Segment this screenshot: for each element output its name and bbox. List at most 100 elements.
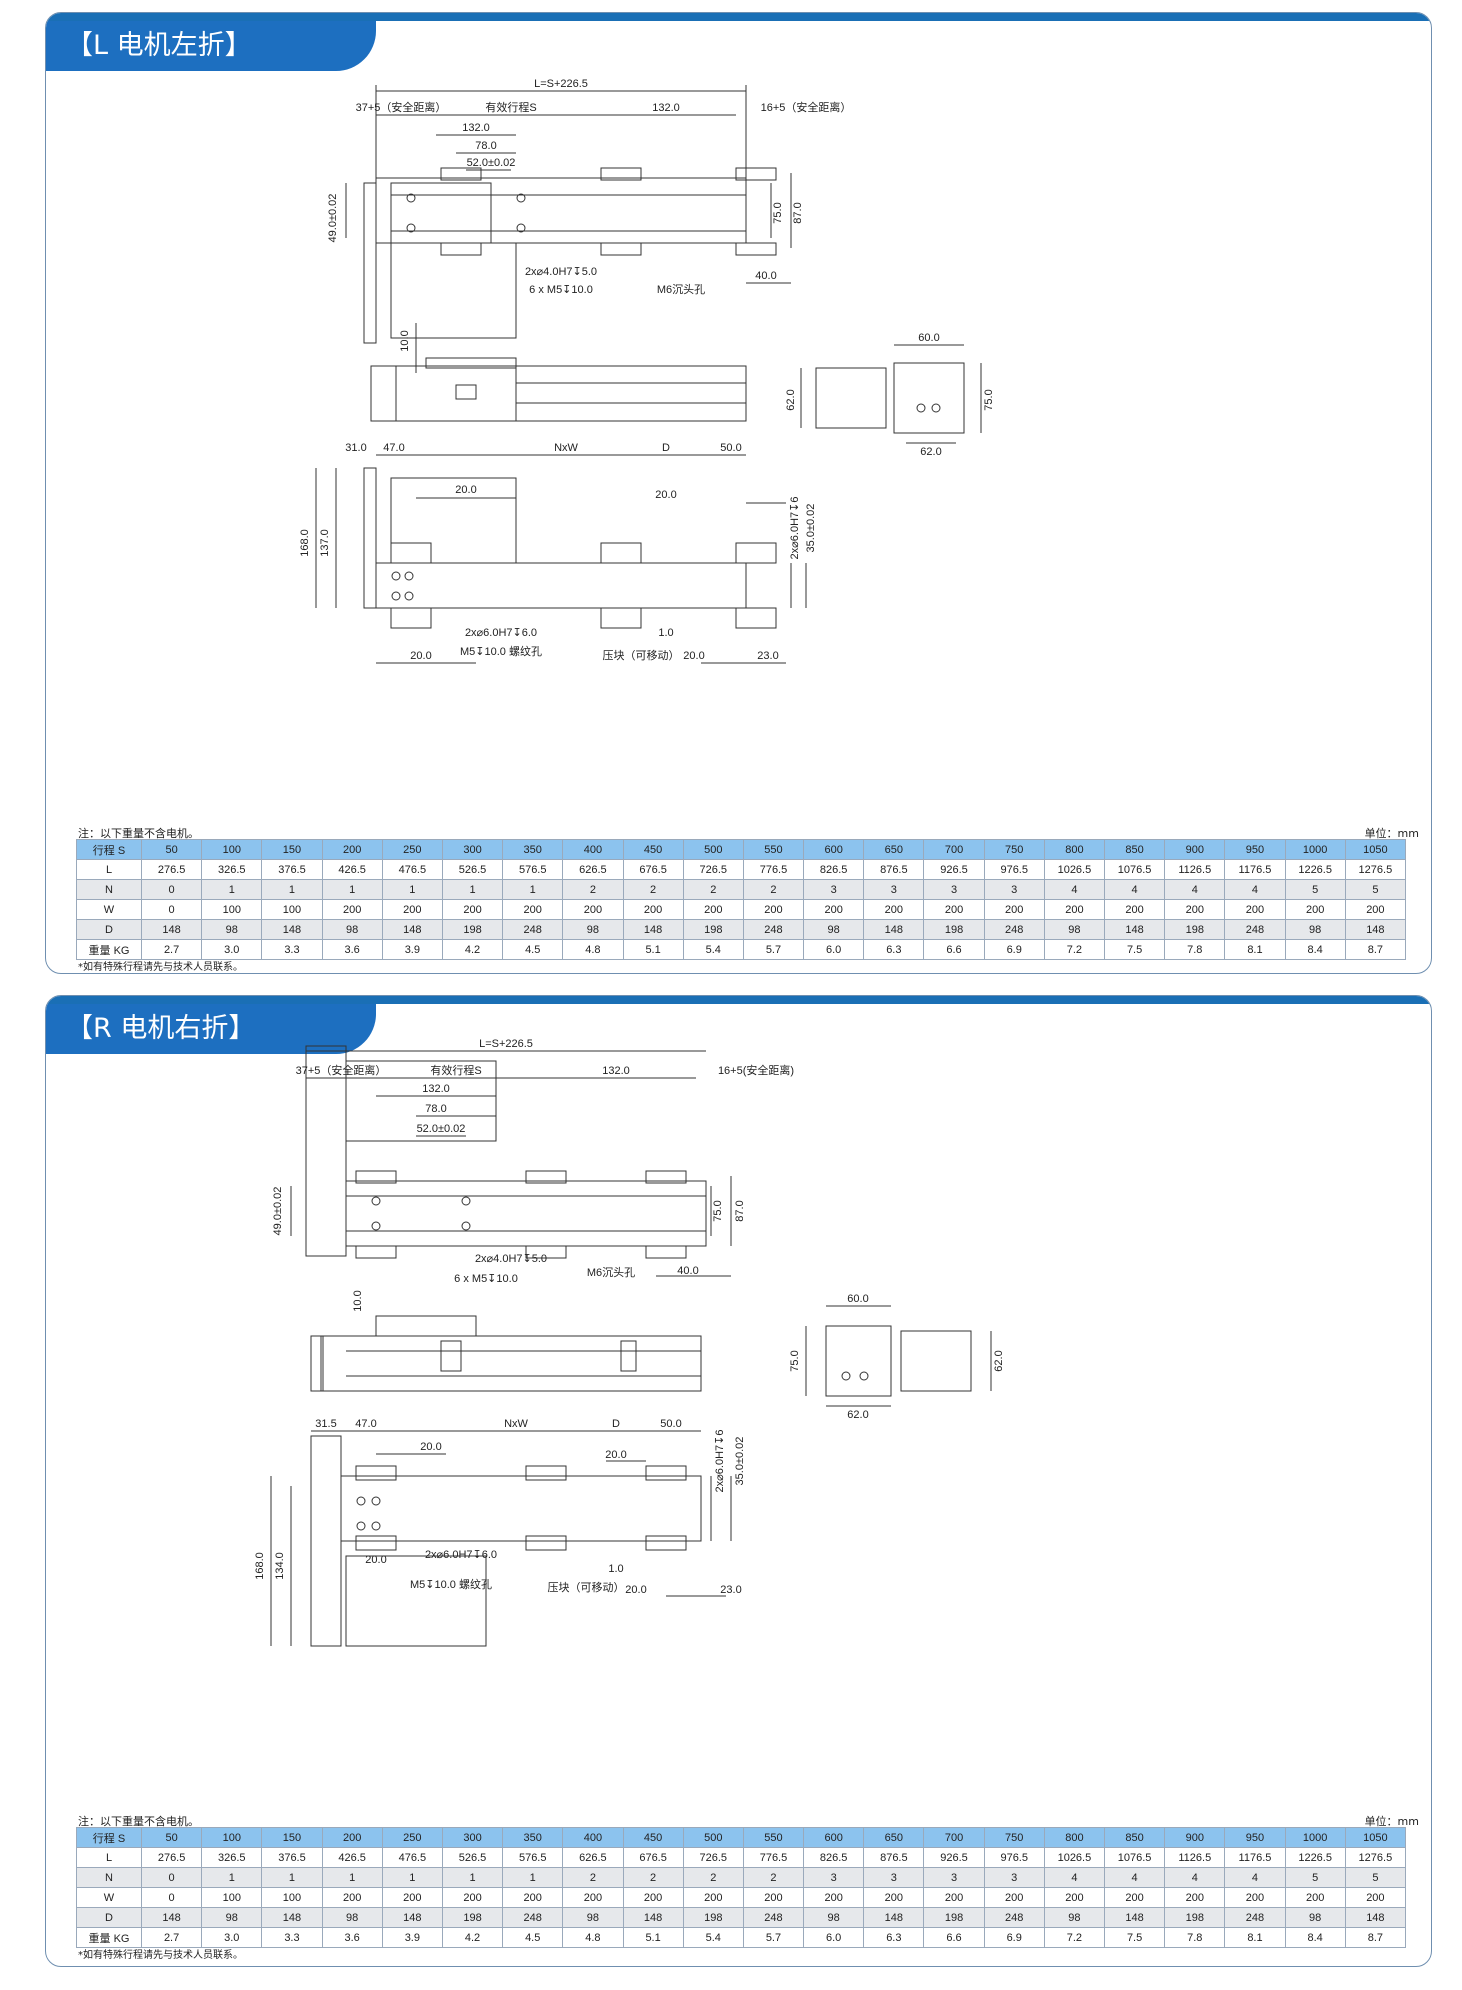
- r-dim-pin6: 2x⌀6.0H7↧6: [714, 1430, 726, 1493]
- table-row-header: W: [76, 1887, 142, 1908]
- table-cell: 350: [502, 839, 564, 860]
- table-row-header: 重量 KG: [76, 1927, 142, 1948]
- dim-132: 132.0: [462, 122, 490, 134]
- table-cell: 8.4: [1284, 1927, 1346, 1948]
- table-cell: 8.1: [1224, 939, 1286, 960]
- table-cell: 4: [1224, 1867, 1286, 1888]
- table-cell: 1: [201, 879, 263, 900]
- table-cell: 98: [1043, 919, 1106, 940]
- table-cell: 148: [622, 1907, 684, 1928]
- table-cell: 148: [1344, 1907, 1407, 1928]
- table-cell: 98: [321, 919, 383, 940]
- table-cell: 5.1: [622, 1927, 684, 1948]
- table-cell: 1: [502, 879, 564, 900]
- top-view-motor: [390, 242, 517, 339]
- table-cell: 326.5: [201, 1847, 263, 1868]
- r-dim-pin6b: 2x⌀6.0H7↧6.0: [425, 1549, 497, 1561]
- section-l-title: 【L 电机左折】: [46, 21, 376, 71]
- table-cell: 276.5: [140, 1847, 203, 1868]
- table-cell: 198: [682, 1907, 744, 1928]
- r-bottom-plate: [310, 1435, 342, 1647]
- dim-137: 137.0: [319, 529, 331, 557]
- table-cell: 7.5: [1103, 1927, 1166, 1948]
- table-cell: 0: [140, 1887, 203, 1908]
- table-cell: 976.5: [983, 1847, 1045, 1868]
- table-cell: 6.3: [863, 939, 925, 960]
- table-cell: 4.5: [502, 1927, 564, 1948]
- table-row-header: 行程 S: [76, 839, 142, 860]
- table-cell: 500: [682, 839, 744, 860]
- end-view-box-a: [815, 367, 887, 429]
- table-cell: 3: [923, 1867, 985, 1888]
- table-cell: 7.8: [1164, 939, 1226, 960]
- table-cell: 248: [1224, 1907, 1286, 1928]
- r-dim-end-60: 60.0: [847, 1293, 868, 1305]
- r-dim-20d: 20.0: [625, 1584, 646, 1596]
- table-row-header: W: [76, 899, 142, 920]
- table-cell: 200: [682, 899, 744, 920]
- dim-52: 52.0±0.02: [467, 157, 516, 169]
- dim-end-62h: 62.0: [785, 389, 797, 410]
- table-cell: 148: [381, 1907, 443, 1928]
- table-cell: 200: [321, 1827, 383, 1848]
- r-dim-counterbore: M6沉头孔: [587, 1266, 635, 1279]
- table-cell: 6.3: [863, 1927, 925, 1948]
- r-dim-20b: 20.0: [605, 1449, 626, 1461]
- table-cell: 850: [1103, 1827, 1166, 1848]
- table-cell: 7.2: [1043, 1927, 1106, 1948]
- table-cell: 148: [622, 919, 684, 940]
- drawing-r-svg: L=S+226.5 37+5（安全距离） 有效行程S 132.0 16+5(安全…: [254, 1038, 1005, 1647]
- table-cell: 250: [381, 1827, 443, 1848]
- table-cell: 198: [1164, 919, 1226, 940]
- r-dim-50: 50.0: [660, 1418, 681, 1430]
- table-cell: 98: [562, 919, 624, 940]
- unit-label: 单位：mm: [1364, 1815, 1419, 1828]
- table-cell: 148: [1344, 919, 1407, 940]
- table-cell: 248: [983, 919, 1045, 940]
- r-dim-thread-hole: 6 x M5↧10.0: [454, 1273, 518, 1285]
- dim-47: 47.0: [383, 442, 404, 454]
- table-cell: 500: [682, 1827, 744, 1848]
- r-dim-52: 52.0±0.02: [417, 1123, 466, 1135]
- table-cell: 8.7: [1344, 939, 1407, 960]
- r-dim-132-right: 132.0: [602, 1065, 630, 1077]
- table-cell: 5: [1344, 1867, 1407, 1888]
- table-row-header: D: [76, 919, 142, 940]
- table-cell: 1: [502, 1867, 564, 1888]
- table-cell: 6.9: [983, 939, 1045, 960]
- r-dim-end-62w: 62.0: [847, 1409, 868, 1421]
- table-cell: 400: [562, 839, 624, 860]
- r-bottom-motor: [345, 1555, 487, 1647]
- table-cell: 1026.5: [1043, 859, 1106, 880]
- table-cell: 650: [863, 1827, 925, 1848]
- dim-23: 23.0: [757, 650, 778, 662]
- table-cell: 2: [562, 879, 624, 900]
- table-cell: 2: [742, 879, 805, 900]
- table-cell: 150: [261, 1827, 323, 1848]
- table-cell: 200: [622, 1887, 684, 1908]
- r-dim-press: 压块（可移动）: [548, 1581, 625, 1594]
- table-cell: 198: [923, 919, 985, 940]
- r-dim-stroke: 有效行程S: [430, 1063, 481, 1077]
- table-cell: 450: [622, 1827, 684, 1848]
- table-cell: 926.5: [923, 859, 985, 880]
- table-cell: 950: [1224, 1827, 1286, 1848]
- table-cell: 3.9: [381, 939, 443, 960]
- table-cell: 476.5: [381, 859, 443, 880]
- table-cell: 198: [1164, 1907, 1226, 1928]
- table-cell: 1276.5: [1344, 1847, 1407, 1868]
- table-cell: 776.5: [742, 859, 805, 880]
- r-dim-1: 1.0: [608, 1563, 623, 1575]
- bottom-view-plate: [363, 467, 377, 609]
- table-cell: 550: [742, 839, 805, 860]
- dim-safety-left: 37+5（安全距离）: [356, 100, 447, 114]
- dim-50: 50.0: [720, 442, 741, 454]
- r-motor: [345, 1060, 497, 1142]
- table-cell: 1076.5: [1103, 1847, 1166, 1868]
- end-view-box-b: [893, 362, 965, 434]
- section-r-panel: 【R 电机右折】: [45, 995, 1432, 1967]
- table-cell: 6.6: [923, 939, 985, 960]
- weight-note: 注：以下重量不含电机。: [78, 827, 199, 840]
